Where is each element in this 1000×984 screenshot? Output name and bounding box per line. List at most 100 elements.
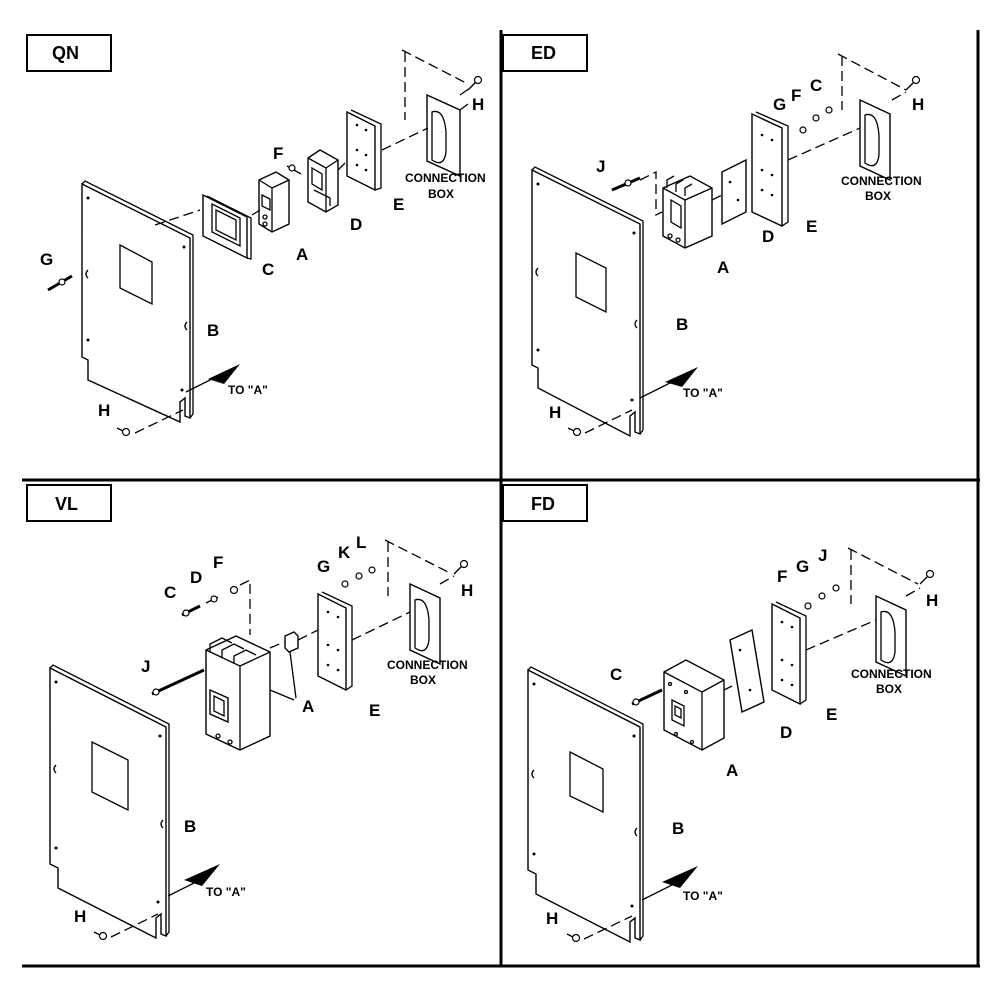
- label-e: E: [393, 195, 404, 214]
- arrow-to-a: [662, 866, 698, 888]
- screw-h-bottom: [116, 427, 131, 437]
- cover-panel-b: [81, 180, 194, 424]
- title-box-qn: [26, 34, 112, 72]
- connection-box-label: CONNECTION: [841, 174, 922, 188]
- label-h-top: H: [472, 95, 484, 114]
- label-f: F: [777, 567, 787, 586]
- breaker-a: [663, 659, 725, 751]
- to-a-label: TO "A": [228, 383, 268, 397]
- label-a: A: [302, 697, 314, 716]
- washers-g-f-c: [799, 106, 833, 134]
- quadrant-qn: QN: [26, 34, 486, 437]
- label-h-bottom: H: [98, 401, 110, 420]
- bracket-d: [307, 149, 339, 213]
- label-h-top: H: [926, 591, 938, 610]
- mounting-plate-e: [346, 109, 382, 192]
- to-a-label: TO "A": [683, 386, 723, 400]
- screw-c: [631, 688, 663, 706]
- connection-box-label-2: BOX: [410, 673, 436, 687]
- cover-panel-b: [531, 166, 644, 438]
- label-f: F: [213, 553, 223, 572]
- label-c: C: [810, 76, 822, 95]
- label-l: L: [356, 533, 366, 552]
- label-h-top: H: [912, 95, 924, 114]
- breaker-a: [662, 175, 713, 249]
- label-c: C: [262, 260, 274, 279]
- screws-c-d-f: [181, 585, 239, 617]
- screw-h-top: [905, 75, 921, 91]
- screw-f: [286, 164, 302, 175]
- label-b: B: [184, 817, 196, 836]
- quadrant-vl: VL: [26, 484, 473, 941]
- label-e: E: [826, 705, 837, 724]
- arrow-to-a: [665, 367, 698, 387]
- screw-j: [151, 668, 205, 696]
- breaker-a: [205, 635, 271, 751]
- label-f: F: [273, 144, 283, 163]
- label-j: J: [141, 657, 150, 676]
- screw-h-bottom: [566, 933, 581, 943]
- label-d: D: [762, 227, 774, 246]
- label-d: D: [780, 723, 792, 742]
- label-a: A: [296, 245, 308, 264]
- arrow-to-a: [184, 864, 220, 886]
- label-g: G: [773, 95, 786, 114]
- label-h-bottom: H: [549, 403, 561, 422]
- label-j: J: [818, 546, 827, 565]
- to-a-label: TO "A": [683, 889, 723, 903]
- connection-box-bracket: [401, 49, 469, 178]
- arrow-to-a: [208, 364, 240, 384]
- connection-box-bracket: [837, 53, 907, 182]
- cover-panel-b: [527, 666, 644, 944]
- connection-box-label: CONNECTION: [851, 667, 932, 681]
- label-a: A: [717, 258, 729, 277]
- washers-g-k-l: [341, 566, 376, 588]
- clip-a: [284, 631, 299, 653]
- label-h-bottom: H: [546, 909, 558, 928]
- connection-box-label-2: BOX: [428, 187, 454, 201]
- label-g: G: [317, 557, 330, 576]
- label-c: C: [610, 665, 622, 684]
- title-qn: QN: [52, 43, 79, 63]
- breaker-a: [258, 171, 290, 233]
- label-j: J: [596, 157, 605, 176]
- washers-f-g-j: [804, 584, 840, 610]
- mounting-plate-e: [317, 591, 353, 692]
- cover-panel-b: [49, 664, 170, 940]
- screw-h-bottom: [93, 931, 108, 941]
- label-g: G: [796, 557, 809, 576]
- screw-h-bottom: [567, 427, 582, 437]
- label-e: E: [806, 217, 817, 236]
- connection-box-bracket: [847, 547, 919, 678]
- screw-h-top: [453, 559, 469, 575]
- title-ed: ED: [531, 43, 556, 63]
- connection-box-bracket: [384, 539, 453, 666]
- quadrant-fd: FD: [502, 484, 938, 944]
- label-g: G: [40, 250, 53, 269]
- title-box-ed: [502, 34, 588, 72]
- plate-d: [729, 628, 765, 714]
- screw-h-top: [919, 569, 935, 585]
- screw-h-top: [467, 75, 483, 91]
- screw-g: [47, 274, 73, 292]
- label-k: K: [338, 543, 351, 562]
- label-e: E: [369, 701, 380, 720]
- mounting-plate-e: [751, 111, 789, 228]
- label-d: D: [190, 568, 202, 587]
- connection-box-label: CONNECTION: [405, 171, 486, 185]
- label-f: F: [791, 86, 801, 105]
- connection-box-label: CONNECTION: [387, 658, 468, 672]
- quadrant-ed: ED: [502, 34, 924, 438]
- label-b: B: [672, 819, 684, 838]
- label-b: B: [207, 321, 219, 340]
- title-box-fd: [502, 484, 588, 522]
- title-fd: FD: [531, 494, 555, 514]
- label-c: C: [164, 583, 176, 602]
- label-h-top: H: [461, 581, 473, 600]
- title-vl: VL: [55, 494, 78, 514]
- connection-box-label-2: BOX: [876, 682, 902, 696]
- to-a-label: TO "A": [206, 885, 246, 899]
- label-b: B: [676, 315, 688, 334]
- label-h-bottom: H: [74, 907, 86, 926]
